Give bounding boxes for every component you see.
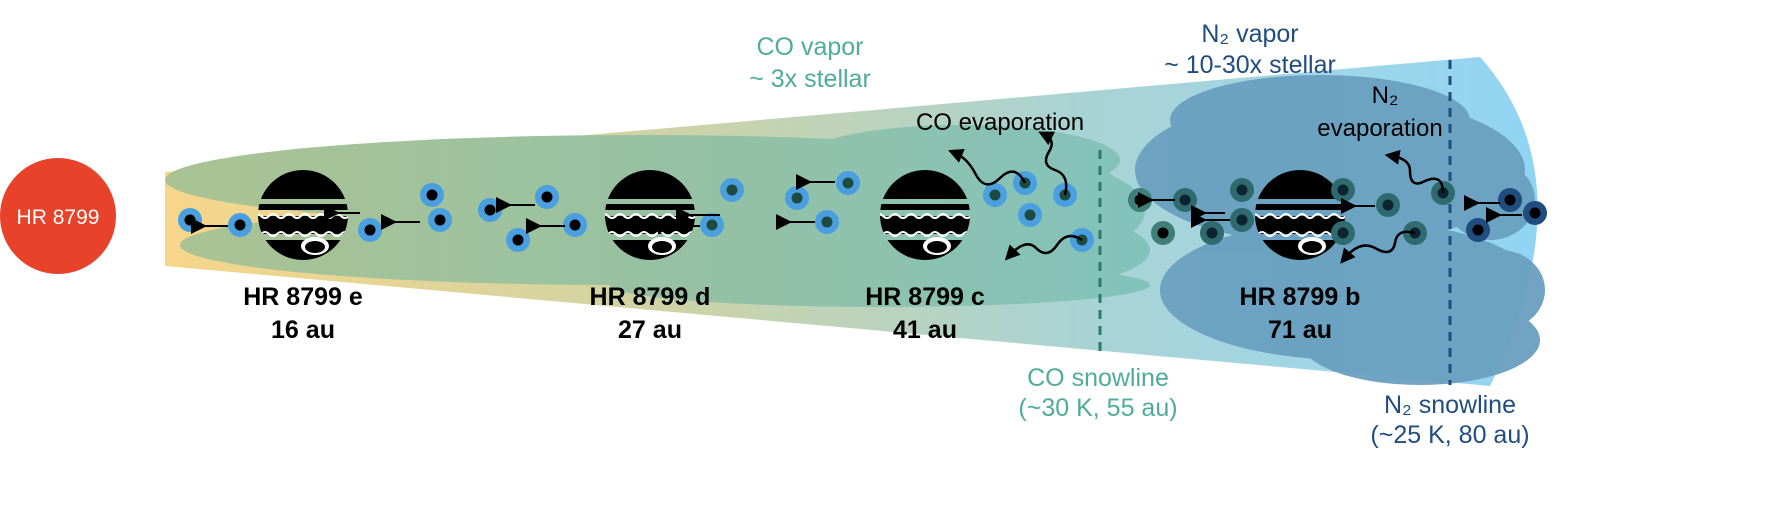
pebble <box>1523 201 1547 225</box>
planet-c-name: HR 8799 c <box>865 283 985 311</box>
planet-d-distance: 27 au <box>618 316 682 344</box>
wavy-arrow <box>1340 230 1416 264</box>
drift-arrows <box>191 174 1522 234</box>
pebble <box>1331 221 1355 245</box>
pebble <box>836 171 860 195</box>
pebble <box>1376 193 1400 217</box>
planet-b-distance: 71 au <box>1268 316 1332 344</box>
pebble <box>785 186 809 210</box>
co-snowline-title: CO snowline <box>1027 364 1169 392</box>
pebble <box>228 213 252 237</box>
pebble <box>1466 218 1490 242</box>
pebble <box>815 210 839 234</box>
n2-vapor-abundance: ~ 10-30x stellar <box>1164 51 1336 79</box>
pebble <box>1331 178 1355 202</box>
co-vapor-title: CO vapor <box>757 33 864 61</box>
pebble <box>420 183 444 207</box>
pebble <box>1173 188 1197 212</box>
pebble <box>1018 203 1042 227</box>
pebble <box>428 208 452 232</box>
pebble <box>983 183 1007 207</box>
star-label: HR 8799 <box>17 206 100 229</box>
star-hr8799: HR 8799 <box>0 158 116 274</box>
pebble <box>1200 221 1224 245</box>
n2-snowline-conditions: (~25 K, 80 au) <box>1370 421 1529 449</box>
n2-snowline-title: N₂ snowline <box>1384 391 1516 419</box>
pebble <box>720 178 744 202</box>
n2-vapor-cloud <box>1135 75 1545 385</box>
co-evaporation-label: CO evaporation <box>916 109 1084 136</box>
co-vapor-abundance: ~ 3x stellar <box>749 65 871 93</box>
wavy-arrow <box>1004 234 1083 261</box>
pebble <box>178 208 202 232</box>
n2-evaporation-label-2: evaporation <box>1317 115 1442 142</box>
pebble <box>1151 221 1175 245</box>
n2-vapor-title: N₂ vapor <box>1201 20 1298 48</box>
pebble <box>478 198 502 222</box>
planet-d-name: HR 8799 d <box>590 283 711 311</box>
planet-e-name: HR 8799 e <box>243 283 363 311</box>
pebble <box>700 213 724 237</box>
planet-e-distance: 16 au <box>271 316 335 344</box>
pebble <box>1230 178 1254 202</box>
n2-evaporation-label-1: N₂ <box>1372 82 1399 109</box>
evaporation-arrows <box>948 131 1445 264</box>
wavy-arrow <box>1384 149 1445 194</box>
planet-b-name: HR 8799 b <box>1240 283 1361 311</box>
wavy-arrow <box>1038 131 1068 196</box>
pebble <box>1230 208 1254 232</box>
wavy-arrow <box>948 148 1027 186</box>
pebble <box>535 185 559 209</box>
pebble <box>506 228 530 252</box>
pebble <box>358 218 382 242</box>
co-snowline-conditions: (~30 K, 55 au) <box>1018 394 1177 422</box>
pebble <box>1128 188 1152 212</box>
pebble <box>563 213 587 237</box>
planet-c-distance: 41 au <box>893 316 957 344</box>
pebble <box>1498 188 1522 212</box>
